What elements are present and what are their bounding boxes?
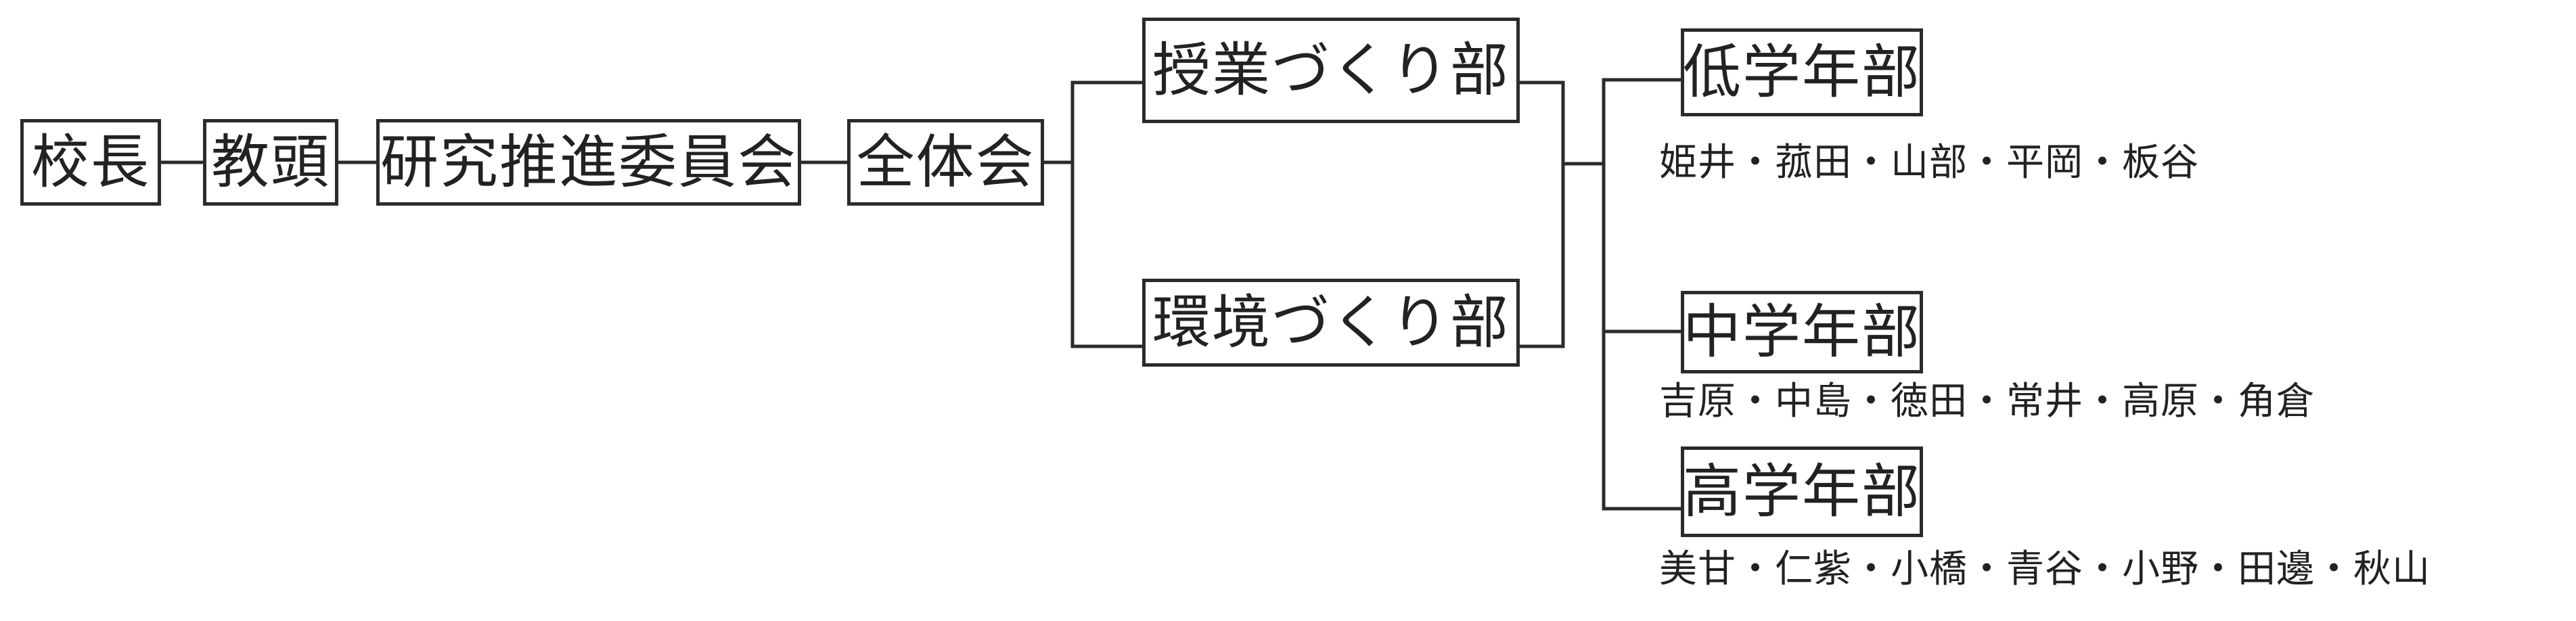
middle-grade-box: 中学年部	[1681, 291, 1923, 373]
lesson-department-box: 授業づくり部	[1142, 18, 1520, 123]
middle-grade-members: 吉原・中島・徳田・常井・高原・角倉	[1659, 380, 2315, 423]
lower-grade-box: 低学年部	[1681, 28, 1923, 116]
principal-box: 校長	[20, 119, 161, 206]
lower-grade-members: 姫井・菰田・山部・平岡・板谷	[1659, 141, 2199, 185]
research-committee-box: 研究推進委員会	[376, 119, 801, 206]
upper-grade-members: 美甘・仁紫・小橋・青谷・小野・田邊・秋山	[1659, 547, 2431, 591]
environment-department-box: 環境づくり部	[1142, 279, 1520, 367]
general-assembly-box: 全体会	[847, 119, 1044, 206]
vice-principal-box: 教頭	[203, 119, 338, 206]
upper-grade-box: 高学年部	[1681, 446, 1923, 537]
